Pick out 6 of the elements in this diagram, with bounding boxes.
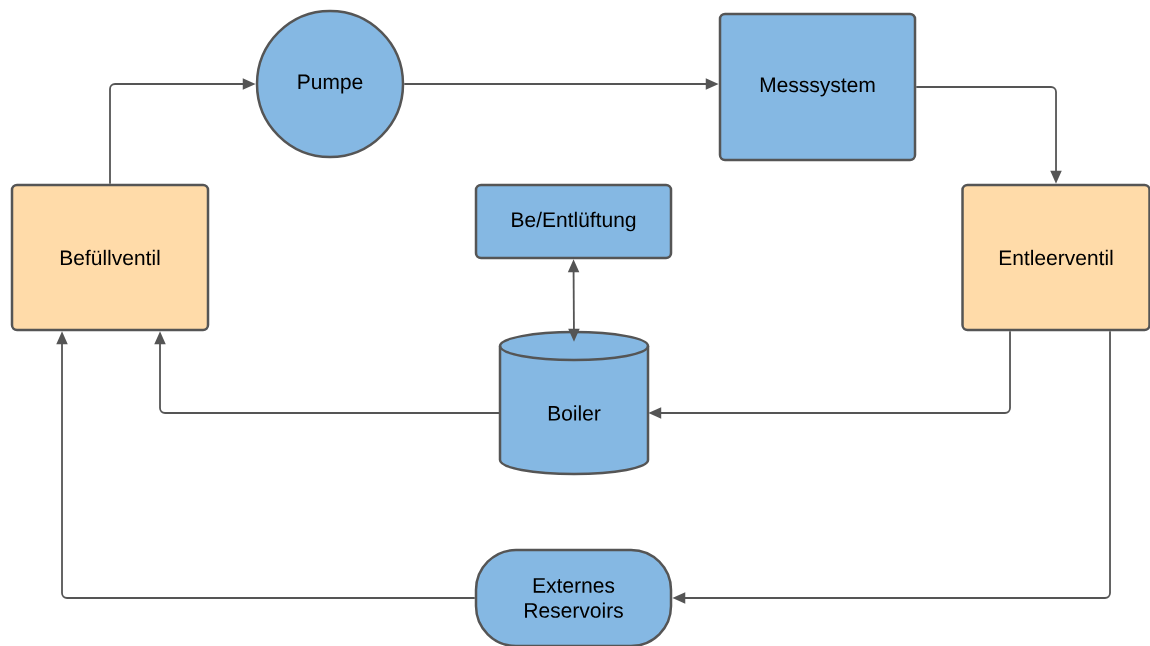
tank-cylinder: Boiler (498, 330, 650, 476)
terminal-box: Externes Reservoirs (474, 548, 673, 646)
process-box: Befüllventil (10, 183, 210, 332)
process-box: Be/Entlüftung (474, 183, 673, 260)
process-box: Messsystem (718, 12, 917, 162)
process-box: Entleerventil (961, 183, 1150, 332)
